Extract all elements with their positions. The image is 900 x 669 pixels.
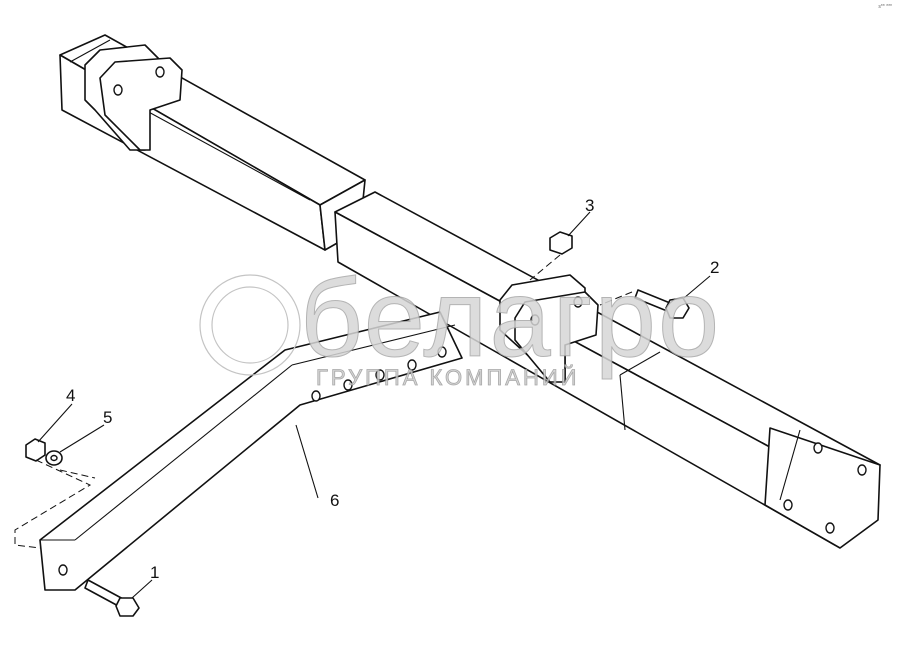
nut-part-4 [25,438,46,462]
callout-5: 5 [103,408,113,427]
corner-mark: s** *** [878,4,892,10]
bracket-left [84,44,183,151]
callout-4: 4 [66,386,76,405]
end-plate [764,427,881,549]
callout-6: 6 [330,491,340,510]
assembly-lines [14,211,711,599]
bolt-part-1 [84,579,140,617]
watermark-logo [199,274,301,376]
callout-2: 2 [710,258,720,277]
callout-3: 3 [585,196,595,215]
callout-1: 1 [150,563,160,582]
arm-part-6 [39,311,463,591]
watermark-brand: белагро [299,257,722,381]
main-beam-front [334,191,881,549]
nut-part-3 [549,231,573,255]
watermark-tagline: ГРУППА КОМПАНИЙ [316,365,580,391]
bolt-part-2 [634,289,690,319]
washer-part-5 [45,450,63,466]
bracket-right [499,274,599,383]
